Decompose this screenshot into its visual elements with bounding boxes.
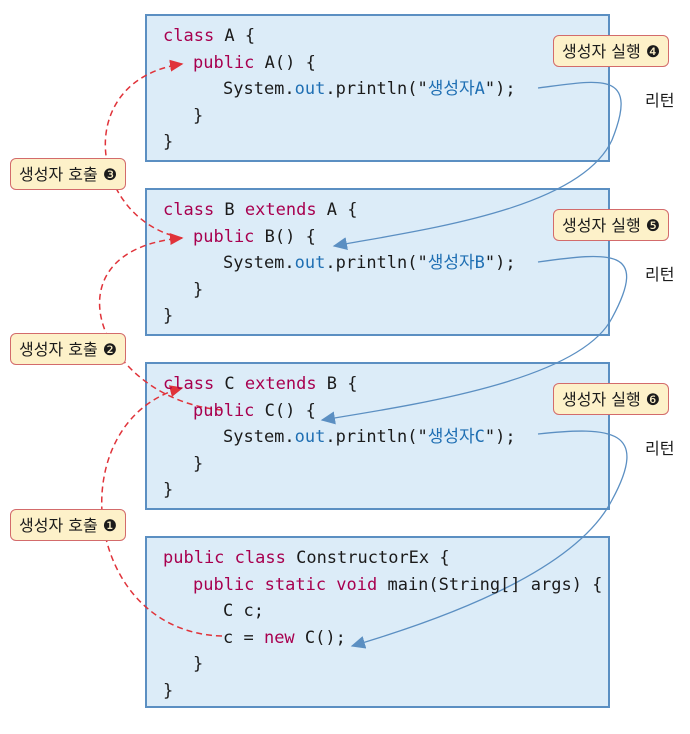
code-token: main(String[] args) { [377, 574, 603, 595]
code-token: } [163, 132, 174, 152]
call-label-3: 생성자 호출 ❸ [10, 158, 127, 190]
code-token: public class ConstructorEx { [163, 548, 450, 568]
code-line: public C() { [193, 401, 316, 421]
code-line: C c; [223, 601, 264, 621]
code-token: } [193, 453, 204, 474]
code-token: "); [484, 253, 516, 273]
code-token: public [193, 226, 255, 247]
code-token: } [163, 680, 174, 701]
code-line: } [193, 654, 203, 674]
call-arrow-1 [101, 385, 223, 637]
code-token: } [193, 654, 204, 674]
return-arrow-a [332, 81, 622, 251]
code-line: } [193, 454, 203, 474]
code-line: } [163, 681, 173, 701]
code-token: 생성자A [427, 79, 485, 99]
code-token: public static void [193, 574, 378, 595]
code-line: } [193, 280, 203, 300]
code-token: } [193, 105, 204, 126]
code-token: "); [484, 79, 516, 99]
code-token: out [294, 253, 326, 273]
code-token: .println(" [325, 253, 428, 273]
call-label-2: 생성자 호출 ❷ [10, 333, 127, 365]
code-token: } [163, 306, 174, 326]
code-token: out [294, 427, 326, 447]
code-line: } [163, 480, 173, 500]
code-token: new [263, 627, 295, 648]
code-token: .println(" [325, 79, 428, 99]
code-line: System.out.println("생성자B"); [223, 253, 516, 273]
code-token: 생성자B [427, 253, 485, 273]
code-token: B() { [254, 226, 316, 247]
class-a-box [145, 14, 610, 162]
call-arrow-2 [98, 233, 223, 411]
code-token: class A { [163, 26, 256, 46]
code-line: public A() { [193, 53, 316, 73]
code-token: C(); [294, 627, 346, 648]
class-b-box [145, 188, 610, 336]
code-token: } [193, 279, 204, 300]
exec-label-5: 생성자 실행 ❺ [553, 209, 670, 241]
code-token: public [193, 52, 255, 73]
code-token: C() { [254, 400, 316, 421]
code-line: c = new C(); [223, 628, 346, 648]
code-token: c = [223, 627, 264, 648]
code-token: .println(" [325, 427, 428, 447]
constructor-ex-box [145, 536, 610, 708]
code-line: public static void main(String[] args) { [193, 575, 602, 595]
code-line: } [163, 132, 173, 152]
code-line: public B() { [193, 227, 316, 247]
class-c-box [145, 362, 610, 510]
code-token: class C extends B { [163, 374, 358, 394]
return-arrow-b [320, 255, 628, 425]
code-token: class B extends A { [163, 200, 358, 220]
code-token: public [193, 400, 255, 421]
code-line: class B extends A { [163, 200, 358, 220]
return-label-b: 리턴 [645, 265, 675, 284]
return-label-c: 리턴 [645, 439, 675, 458]
code-token: System. [223, 253, 295, 273]
code-token: C c; [223, 601, 264, 621]
call-label-1: 생성자 호출 ❶ [10, 509, 127, 541]
code-line: } [163, 306, 173, 326]
code-line: System.out.println("생성자C"); [223, 427, 516, 447]
code-token: A() { [254, 52, 316, 73]
code-token: out [294, 79, 326, 99]
code-line: } [193, 106, 203, 126]
code-token: System. [223, 427, 295, 447]
exec-label-6: 생성자 실행 ❻ [553, 383, 670, 415]
code-line: class A { [163, 26, 255, 46]
call-arrow-3 [104, 59, 184, 239]
code-token: 생성자C [427, 427, 485, 447]
exec-label-4: 생성자 실행 ❹ [553, 35, 670, 67]
code-token: System. [223, 79, 295, 99]
return-arrow-c [350, 430, 628, 649]
code-line: class C extends B { [163, 374, 358, 394]
code-token: "); [484, 427, 516, 447]
code-token: } [163, 480, 174, 500]
return-label-a: 리턴 [645, 91, 675, 110]
code-line: public class ConstructorEx { [163, 548, 450, 568]
code-line: System.out.println("생성자A"); [223, 79, 516, 99]
